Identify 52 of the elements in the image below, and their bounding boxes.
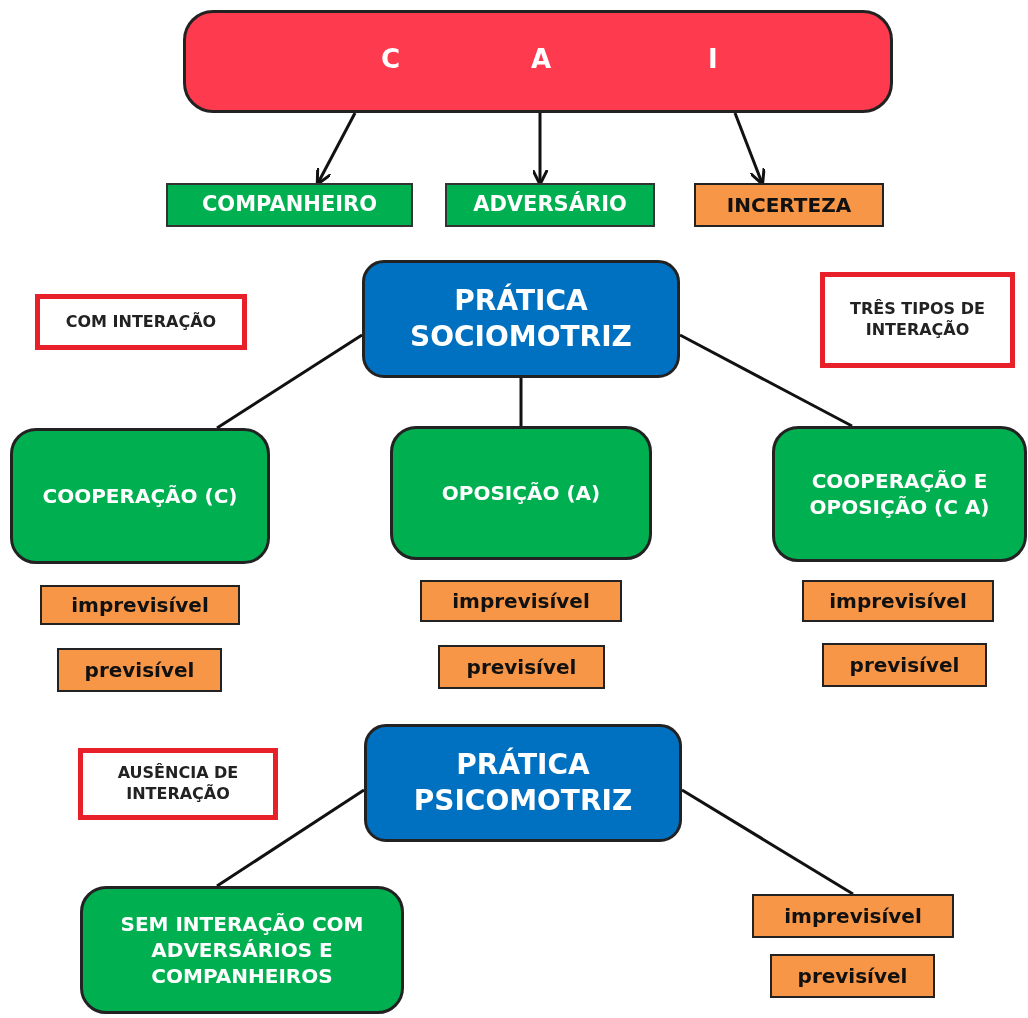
note-box [78, 748, 278, 820]
label-box [57, 648, 222, 692]
node-label: imprevisível [452, 588, 590, 614]
node-label: PRÁTICA SOCIOMOTRIZ [409, 282, 633, 355]
label-box [694, 183, 884, 227]
label-box [420, 580, 622, 622]
connector-line [679, 333, 853, 428]
connector-line [216, 788, 365, 888]
node-label: SEM INTERAÇÃO COM ADVERSÁRIOS E COMPANHEIROS [119, 911, 365, 989]
label-box [40, 585, 240, 625]
arrow [315, 112, 357, 186]
node-label: previsível [466, 654, 577, 680]
arrow [531, 113, 549, 186]
label-box [802, 580, 994, 622]
header-bar [183, 10, 893, 113]
node-label: TRÊS TIPOS DE INTERAÇÃO [849, 299, 986, 341]
node-label: INCERTEZA [726, 192, 852, 218]
node-label: OPOSIÇÃO (A) [441, 480, 601, 506]
label-box [822, 643, 987, 687]
connector-line [519, 378, 523, 426]
type-box [772, 426, 1027, 562]
node-label: ADVERSÁRIO [473, 191, 627, 219]
label-box [438, 645, 605, 689]
letter-label: A [531, 43, 552, 76]
label-box [445, 183, 655, 227]
label-box [752, 894, 954, 938]
node-label: AUSÊNCIA DE INTERAÇÃO [116, 763, 240, 805]
node-label: imprevisível [829, 588, 967, 614]
node-label: previsível [797, 963, 908, 989]
node-label: COOPERAÇÃO E OPOSIÇÃO (C A) [808, 468, 991, 520]
type-box [390, 426, 652, 560]
note-box [820, 272, 1015, 368]
node-label: imprevisível [784, 903, 922, 929]
connector-line [681, 788, 854, 896]
node-label: COOPERAÇÃO (C) [42, 483, 238, 509]
node-label: previsível [849, 652, 960, 678]
node-label: COMPANHEIRO [201, 191, 378, 219]
connector-line [216, 333, 363, 430]
letter-label: C [381, 43, 401, 76]
arrow [733, 112, 766, 186]
category-box [364, 724, 682, 842]
node-label: COM INTERAÇÃO [65, 311, 217, 333]
label-box [770, 954, 935, 998]
letter-label: I [708, 43, 718, 76]
node-label: PRÁTICA PSICOMOTRIZ [412, 746, 634, 819]
category-box [362, 260, 680, 378]
type-box [10, 428, 270, 564]
label-box [166, 183, 413, 227]
node-label: imprevisível [71, 592, 209, 618]
node-label: previsível [84, 657, 195, 683]
type-box [80, 886, 404, 1014]
note-box [35, 294, 247, 350]
